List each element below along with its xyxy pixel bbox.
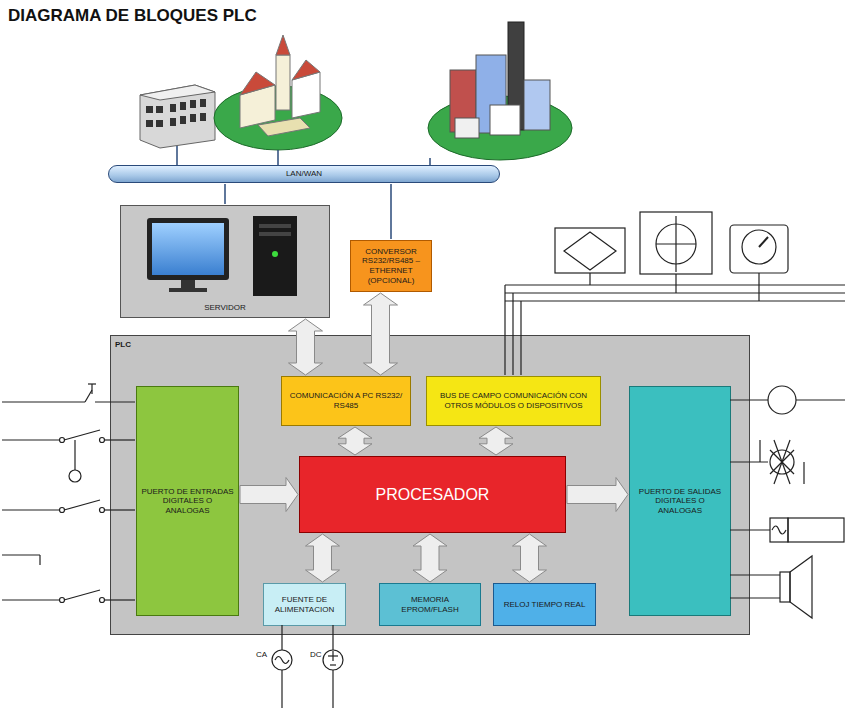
block-label: SERVIDOR [204,303,246,313]
data-flow-arrow [413,534,447,582]
diagram-title: DIAGRAMA DE BLOQUES PLC [8,6,257,26]
city-island [428,22,572,160]
source-label: DC [310,650,322,660]
block-label: PUERTO DE ENTRADAS DIGITALES O ANALOGAS [141,487,234,516]
network-drop [177,146,430,165]
block-label: COMUNICACIÓN A PC RS232/ RS485 [286,391,406,410]
memory-box: MEMORIA EPROM/FLASH [379,583,481,626]
data-flow-arrow [479,427,513,455]
output-port: PUERTO DE SALIDAS DIGITALES O ANALOGAS [629,386,731,616]
network-bus: LAN/WAN [108,165,500,183]
clock-box: RELOJ TIEMPO REAL [493,583,596,626]
server-box: SERVIDOR [120,205,330,318]
data-flow-arrow [306,534,340,582]
block-label: BUS DE CAMPO COMUNICACIÓN CON OTROS MÓDU… [431,391,596,410]
power-sources [272,625,343,708]
block-label: CONVERSOR RS232/RS485 – ETHERNET (OPCION… [355,247,427,285]
block-label: FUENTE DE ALIMENTACION [268,595,341,614]
processor-box: PROCESADOR [299,456,566,533]
converter-box: CONVERSOR RS232/RS485 – ETHERNET (OPCION… [350,240,432,292]
office-building [140,85,215,148]
network-link [224,184,226,204]
block-label: MEMORIA EPROM/FLASH [384,595,476,614]
block-label: LAN/WAN [286,169,322,179]
data-flow-arrow [240,478,298,512]
source-label: CA [256,650,267,660]
block-label: PUERTO DE SALIDAS DIGITALES O ANALOGAS [634,487,726,516]
data-flow-arrow [513,534,547,582]
data-flow-arrow [567,478,628,512]
input-port: PUERTO DE ENTRADAS DIGITALES O ANALOGAS [136,386,239,616]
computer-icon [125,210,325,300]
block-label: RELOJ TIEMPO REAL [504,600,586,610]
comm-box: COMUNICACIÓN A PC RS232/ RS485 [281,376,411,426]
output-devices [730,386,845,618]
power-box: FUENTE DE ALIMENTACION [263,583,346,626]
block-label: PROCESADOR [376,485,490,504]
data-flow-arrow [364,293,398,375]
data-flow-arrow [289,319,323,375]
network-link [390,184,392,239]
data-flow-arrow [338,427,372,455]
fieldbus-box: BUS DE CAMPO COMUNICACIÓN CON OTROS MÓDU… [426,376,601,426]
input-devices [2,384,135,603]
town-island [214,35,342,150]
field-devices [505,212,845,375]
plc-housing: PLC COMUNICACIÓN A PC RS232/ RS485 BUS DE … [110,335,750,635]
housing-label: PLC [115,340,131,350]
